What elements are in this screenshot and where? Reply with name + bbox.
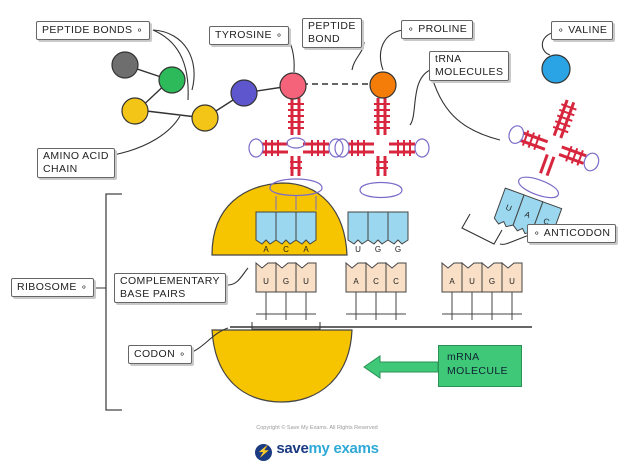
codon-letter: A [353, 277, 359, 286]
label-proline: ⚬ PROLINE [401, 20, 474, 39]
anticodon-letter: C [542, 216, 551, 227]
codon-letter: U [263, 277, 269, 286]
anticodon-letter: U [355, 245, 361, 254]
label-anticodon: ⚬ ANTICODON [527, 224, 617, 243]
anticodon-base: G [367, 211, 389, 254]
codon-group-right: A U G U [441, 261, 523, 320]
codon-letter: U [303, 277, 309, 286]
tyrosine-amino-acid [279, 72, 307, 100]
lightning-icon: ⚡ [255, 444, 273, 461]
codon-letter: U [509, 277, 515, 286]
codon-letter: C [393, 277, 399, 286]
label-tyrosine: TYROSINE ⚬ [209, 26, 290, 45]
label-peptide-bonds: PEPTIDE BONDS ⚬ [36, 21, 150, 40]
codon-bracket [251, 322, 321, 330]
codon-base: A [441, 261, 463, 293]
codon-letter: G [489, 277, 495, 286]
codon-base: G [481, 261, 503, 293]
codon-base: C [365, 261, 387, 293]
anticodon-base: A [295, 211, 317, 254]
codon-group-middle: A C C [345, 261, 407, 320]
trna-proline: U G G [334, 98, 430, 254]
label-codon: CODON ⚬ [128, 345, 193, 364]
label-valine: ⚬ VALINE [551, 21, 614, 40]
codon-base: A [345, 261, 367, 293]
anticodon-letter: G [375, 245, 381, 254]
codon-letter: G [283, 277, 289, 286]
amino-acid-chain [111, 51, 571, 132]
amino-acid [158, 66, 186, 94]
brand-logo: ⚡savemy exams [0, 440, 634, 461]
amino-acid [230, 79, 258, 107]
codon-base: U [255, 261, 277, 293]
codon-base: U [461, 261, 483, 293]
anticodon-letter: U [504, 203, 513, 214]
label-ribosome: RIBOSOME ⚬ [11, 278, 95, 297]
ribosome-bracket [105, 193, 122, 411]
leader-lines [84, 29, 556, 356]
anticodon-base: U [347, 211, 369, 254]
codon-letter: A [449, 277, 455, 286]
amino-acid [191, 104, 219, 132]
copyright-text: Copyright © Save My Exams. All Rights Re… [256, 425, 378, 431]
anticodon-base: G [387, 211, 409, 254]
valine-amino-acid [541, 54, 571, 84]
codon-letter: U [469, 277, 475, 286]
anticodon-bracket [461, 213, 503, 245]
codon-base: U [295, 261, 317, 293]
anticodon-letter: G [395, 245, 401, 254]
codon-base: G [275, 261, 297, 293]
trna-valine: U A C [493, 99, 600, 241]
codon-base: C [385, 261, 407, 293]
trna-tyrosine: A C A [248, 98, 344, 254]
mrna-direction-arrow [363, 355, 439, 379]
ribosome-small-subunit [211, 329, 353, 403]
amino-acid [111, 51, 139, 79]
codon-group-left: U G U [251, 261, 321, 330]
amino-acid [121, 97, 149, 125]
anticodon-letter: C [283, 245, 289, 254]
proline-amino-acid [369, 71, 397, 99]
anticodon-letter: A [303, 245, 309, 254]
anticodon-letter: A [523, 210, 532, 221]
codon-letter: C [373, 277, 379, 286]
anticodon-letter: A [263, 245, 269, 254]
codon-base: U [501, 261, 523, 293]
